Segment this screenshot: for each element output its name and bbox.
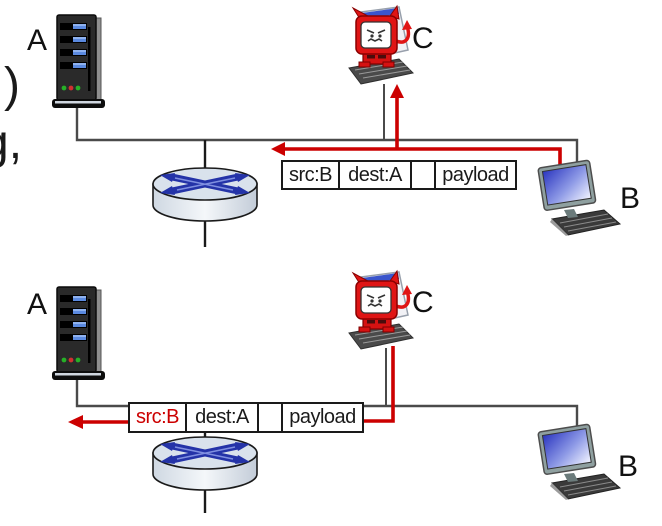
router-cylinder-icon-top [152,167,258,222]
host-a-label-bottom: A [27,288,48,321]
arrowhead-left-top [271,142,285,156]
packet-field-empty-top [412,162,436,188]
attack-path-c-to-packet-bottom [360,346,395,423]
cropped-text-fragment-g: g, [0,116,23,169]
packet-field-src-top: src:B [283,162,340,188]
arrowhead-left-bottom [68,415,83,429]
devil-computer-icon-c-bottom [348,269,415,350]
desktop-computer-icon-b-top [537,159,622,236]
arrowhead-up-top [390,84,404,98]
cropped-text-fragment-paren: ) [4,59,20,112]
server-tower-icon-a-bottom [52,286,105,380]
desktop-computer-icon-b-bottom [537,423,622,500]
server-tower-icon-a-top [52,14,105,108]
packet-field-src-bottom: src:B [130,404,187,431]
devil-computer-icon-c-top [348,4,415,85]
packet-field-dest-bottom: dest:A [187,404,259,431]
packet-field-dest-top: dest:A [340,162,412,188]
packet-field-payload-top: payload [442,163,509,186]
packet-box-top: src:B dest:A payload [281,160,517,190]
link-a-bus-b-top [75,107,579,176]
host-c-label-top: C [412,22,434,55]
angry-face [366,29,386,42]
router-cylinder-icon-bottom [152,436,258,491]
host-a-label-top: A [27,24,48,57]
host-b-label-top: B [620,182,641,215]
packet-field-payload-bottom: payload [289,406,356,428]
packet-field-empty-bottom [259,404,283,431]
host-b-label-bottom: B [618,450,639,483]
host-c-label-bottom: C [412,286,434,319]
packet-box-bottom: src:B dest:A payload [128,402,364,433]
